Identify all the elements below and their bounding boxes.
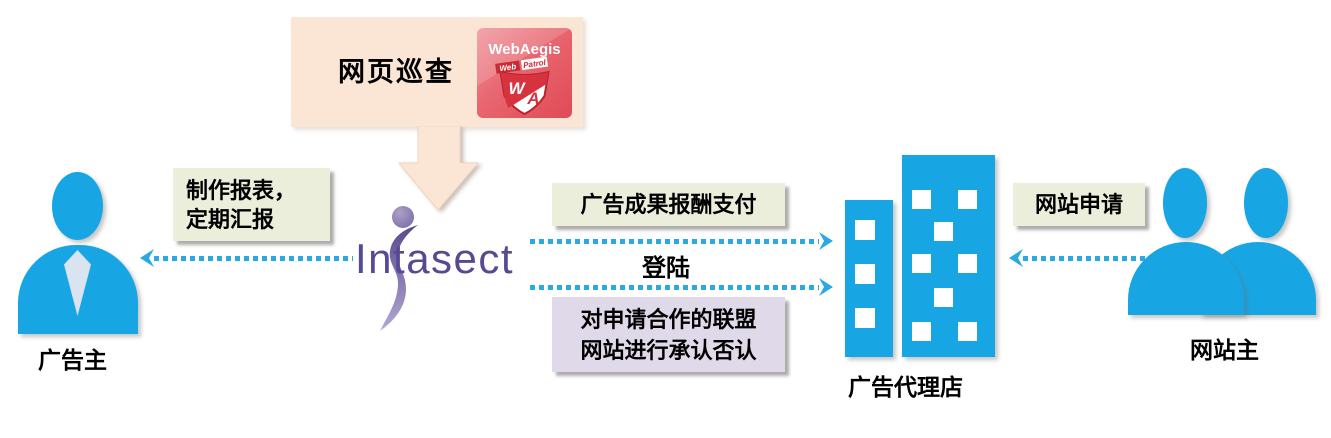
arrow-right-icon	[819, 278, 833, 296]
web-patrol-label: 网页巡查	[338, 57, 454, 87]
site-apply-arrow	[1007, 247, 1147, 269]
agency-label: 广告代理店	[848, 374, 963, 400]
web-patrol-banner: 网页巡查 WebAegis Web Patrol	[291, 17, 583, 127]
report-callout-line1: 制作报表，	[186, 178, 297, 203]
webaegis-ribbon-web: Web	[499, 62, 517, 73]
arrow-left-icon	[1009, 249, 1023, 267]
advertiser-label: 广告主	[38, 347, 107, 373]
siteowner-person2-icon	[1244, 168, 1288, 238]
arrow-right-icon	[819, 232, 833, 250]
pay-arrow	[530, 230, 835, 252]
report-callout-line2: 定期汇报	[186, 207, 275, 232]
agency-building-small-icon	[845, 200, 893, 357]
siteowner-label: 网站主	[1190, 337, 1259, 363]
webaegis-letter-w: W	[508, 79, 526, 98]
webaegis-ribbon-patrol: Patrol	[523, 58, 547, 70]
pay-callout: 广告成果报酬支付	[552, 183, 785, 226]
advertiser-person-icon	[52, 172, 103, 240]
report-callout: 制作报表， 定期汇报	[173, 168, 330, 241]
down-arrow-icon	[397, 126, 480, 211]
webaegis-logo-icon: WebAegis Web Patrol W A	[477, 28, 572, 118]
approve-callout: 对申请合作的联盟 网站进行承认否认	[552, 297, 785, 372]
intasect-wordmark: Intasect	[355, 235, 515, 282]
siteowner-person1-icon	[1163, 168, 1207, 238]
webaegis-logo-title: WebAegis	[488, 41, 560, 58]
agency-building-large-icon	[902, 155, 995, 357]
site-apply-callout: 网站申请	[1013, 183, 1145, 226]
approve-callout-line2: 网站进行承认否认	[580, 338, 757, 363]
webaegis-letter-a: A	[526, 89, 539, 108]
login-label: 登陆	[642, 255, 690, 282]
login-arrow	[530, 276, 835, 298]
arrow-left-icon	[140, 249, 154, 267]
intasect-figure-icon	[380, 206, 418, 331]
intasect-logo: Intasect	[352, 196, 532, 341]
report-arrow	[138, 247, 353, 269]
approve-callout-line1: 对申请合作的联盟	[580, 307, 757, 332]
